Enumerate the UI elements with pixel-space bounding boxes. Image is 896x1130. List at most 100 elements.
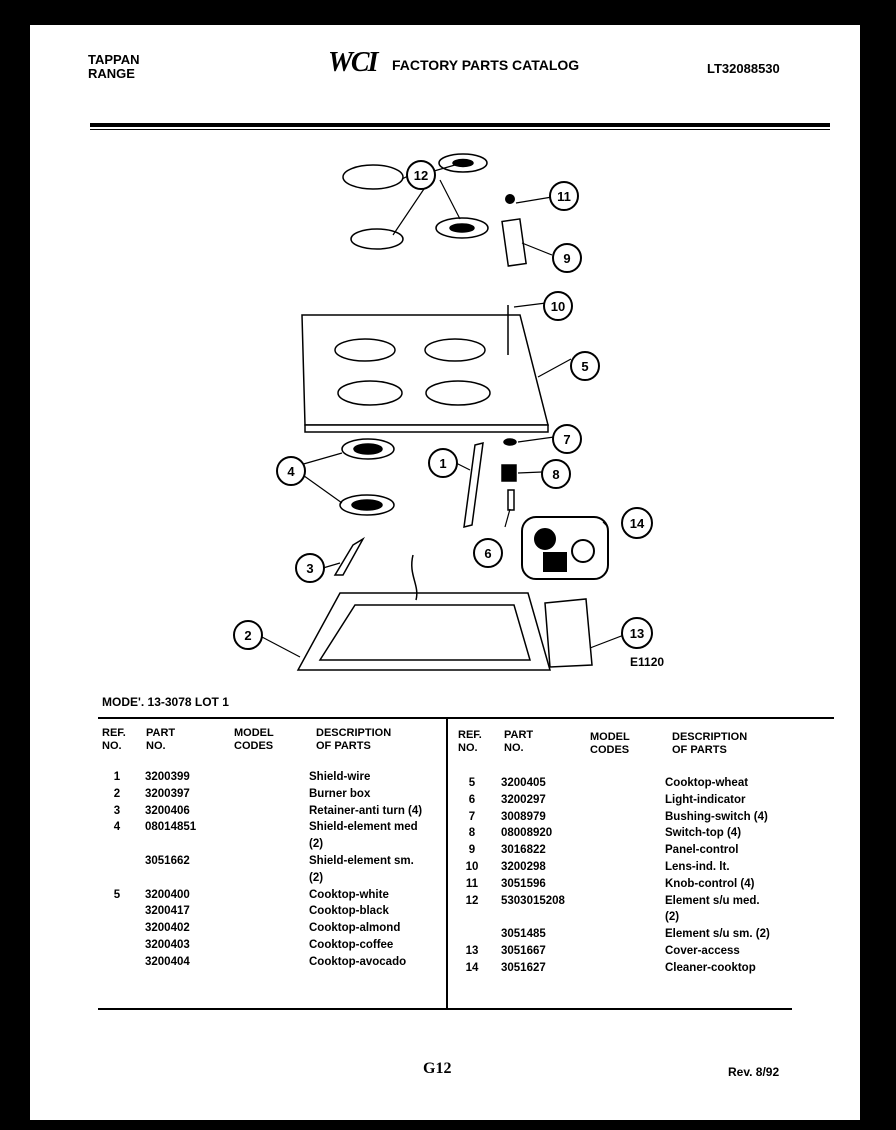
parts-part-cell: 3200397 <box>145 787 190 800</box>
header-desc-left: DESCRIPTION OF PARTS <box>316 727 392 752</box>
parts-part-cell: 3051667 <box>501 945 546 957</box>
parts-desc-cell: Element s/u med. <box>665 894 760 907</box>
parts-part-cell: 3200406 <box>145 804 190 817</box>
svg-text:6: 6 <box>484 546 491 561</box>
parts-part-cell: 5303015208 <box>501 894 565 907</box>
parts-ref-cell: 3 <box>113 804 121 817</box>
parts-ref-cell: 2 <box>113 787 121 800</box>
parts-part-cell: 3200417 <box>145 905 190 918</box>
svg-text:12: 12 <box>414 168 428 183</box>
page-number: G12 <box>423 1060 452 1077</box>
parts-part-cell: 3200404 <box>145 955 190 968</box>
knob-part <box>505 194 515 204</box>
parts-ref-cell: 11 <box>465 877 479 890</box>
header-part-right: PART NO. <box>504 729 534 754</box>
parts-desc-cell: Burner box <box>309 787 371 800</box>
parts-desc-cell: Cleaner-cooktop <box>665 961 756 974</box>
svg-text:4: 4 <box>287 464 295 479</box>
callout-4: 4 <box>276 456 306 486</box>
parts-desc-cell: Retainer-anti turn (4) <box>309 804 423 817</box>
revision: Rev. 8/92 <box>728 1065 780 1079</box>
catalog-number: LT32088530 <box>707 61 780 76</box>
callout-10: 10 <box>543 291 573 321</box>
brand-line2: RANGE <box>88 66 135 81</box>
parts-desc-cell: Bushing-switch (4) <box>665 810 768 823</box>
parts-part-cell: 3200399 <box>145 771 190 783</box>
header-ref-left: REF. NO. <box>102 727 126 752</box>
parts-ref-cell: 4 <box>113 821 121 834</box>
table-bottom-rule <box>98 1008 792 1010</box>
parts-desc-cell: (2) <box>309 838 324 851</box>
parts-part-cell: 3200403 <box>145 939 190 951</box>
svg-text:8: 8 <box>552 467 559 482</box>
surface-elements <box>342 153 489 250</box>
parts-desc-cell: Cooktop-black <box>309 905 389 918</box>
header-rule-thin <box>90 129 830 130</box>
callout-1: 1 <box>428 448 458 478</box>
wire-shield-part <box>463 442 484 528</box>
svg-text:1: 1 <box>439 456 446 471</box>
parts-ref-cell: 8 <box>468 827 476 840</box>
header-model-left: MODEL CODES <box>234 727 274 752</box>
callout-9: 9 <box>552 243 582 273</box>
element-shields <box>339 438 395 516</box>
parts-ref-cell: 5 <box>113 888 121 901</box>
table-divider <box>446 718 448 1008</box>
parts-ref-cell: 6 <box>468 793 476 806</box>
svg-text:13: 13 <box>630 626 644 641</box>
callout-6: 6 <box>473 538 503 568</box>
callout-7: 7 <box>552 424 582 454</box>
svg-text:5: 5 <box>581 359 588 374</box>
parts-part-cell: 3008979 <box>501 810 546 823</box>
callout-3: 3 <box>295 553 325 583</box>
parts-desc-cell: Panel-control <box>665 844 739 857</box>
parts-part-cell: 3200405 <box>501 777 546 789</box>
parts-part-cell: 3200297 <box>501 793 546 806</box>
callout-12: 12 <box>406 160 436 190</box>
cooktop-part <box>301 314 549 433</box>
parts-desc-cell: Cover-access <box>665 945 740 957</box>
parts-part-cell: 3200400 <box>145 888 190 901</box>
callout-13: 13 <box>621 617 653 649</box>
svg-text:3: 3 <box>306 561 313 576</box>
control-panel-part <box>501 218 527 267</box>
parts-desc-cell: (2) <box>665 911 680 924</box>
parts-desc-cell: Cooktop-wheat <box>665 777 749 789</box>
parts-ref-cell: 13 <box>465 945 479 957</box>
parts-part-cell: 3016822 <box>501 844 546 857</box>
callout-14: 14 <box>621 507 653 539</box>
parts-ref-cell: 7 <box>468 810 476 823</box>
header-ref-right: REF. NO. <box>458 729 482 754</box>
callout-8: 8 <box>541 459 571 489</box>
svg-text:9: 9 <box>563 251 570 266</box>
cleaner-part <box>521 516 609 580</box>
parts-desc-cell: Shield-element med <box>309 821 418 834</box>
parts-desc-cell: Cooktop-avocado <box>309 955 407 968</box>
parts-part-cell: 08014851 <box>145 821 197 834</box>
parts-desc-cell: Cooktop-coffee <box>309 939 394 951</box>
header-desc-right: DESCRIPTION OF PARTS <box>672 731 748 756</box>
parts-ref-cell: 5 <box>468 777 476 789</box>
parts-desc-cell: Cooktop-almond <box>309 922 401 935</box>
parts-desc-cell: Shield-element sm. <box>309 855 414 867</box>
parts-desc-cell: Knob-control (4) <box>665 877 755 890</box>
parts-part-cell: 3051662 <box>145 855 190 867</box>
parts-part-cell: 3051485 <box>501 928 546 941</box>
model-line: MODE'. 13-3078 LOT 1 <box>102 695 229 709</box>
brand-block: TAPPAN RANGE <box>88 53 140 81</box>
catalog-title: FACTORY PARTS CATALOG <box>392 57 580 73</box>
parts-desc-cell: Lens-ind. lt. <box>665 861 730 873</box>
parts-part-cell: 3051627 <box>501 961 546 974</box>
parts-ref-cell: 14 <box>465 961 479 974</box>
parts-part-cell: 3051596 <box>501 877 546 890</box>
callout-11: 11 <box>549 181 579 211</box>
table-top-rule <box>98 717 834 719</box>
parts-desc-cell: Element s/u sm. (2) <box>665 928 770 941</box>
switch-assembly <box>501 305 517 511</box>
parts-ref-cell: 10 <box>465 861 479 873</box>
access-cover-part <box>544 598 593 668</box>
callout-2: 2 <box>233 620 263 650</box>
parts-ref-cell: 1 <box>113 771 121 783</box>
parts-desc-cell: Light-indicator <box>665 793 746 806</box>
parts-desc-cell: Cooktop-white <box>309 888 389 901</box>
